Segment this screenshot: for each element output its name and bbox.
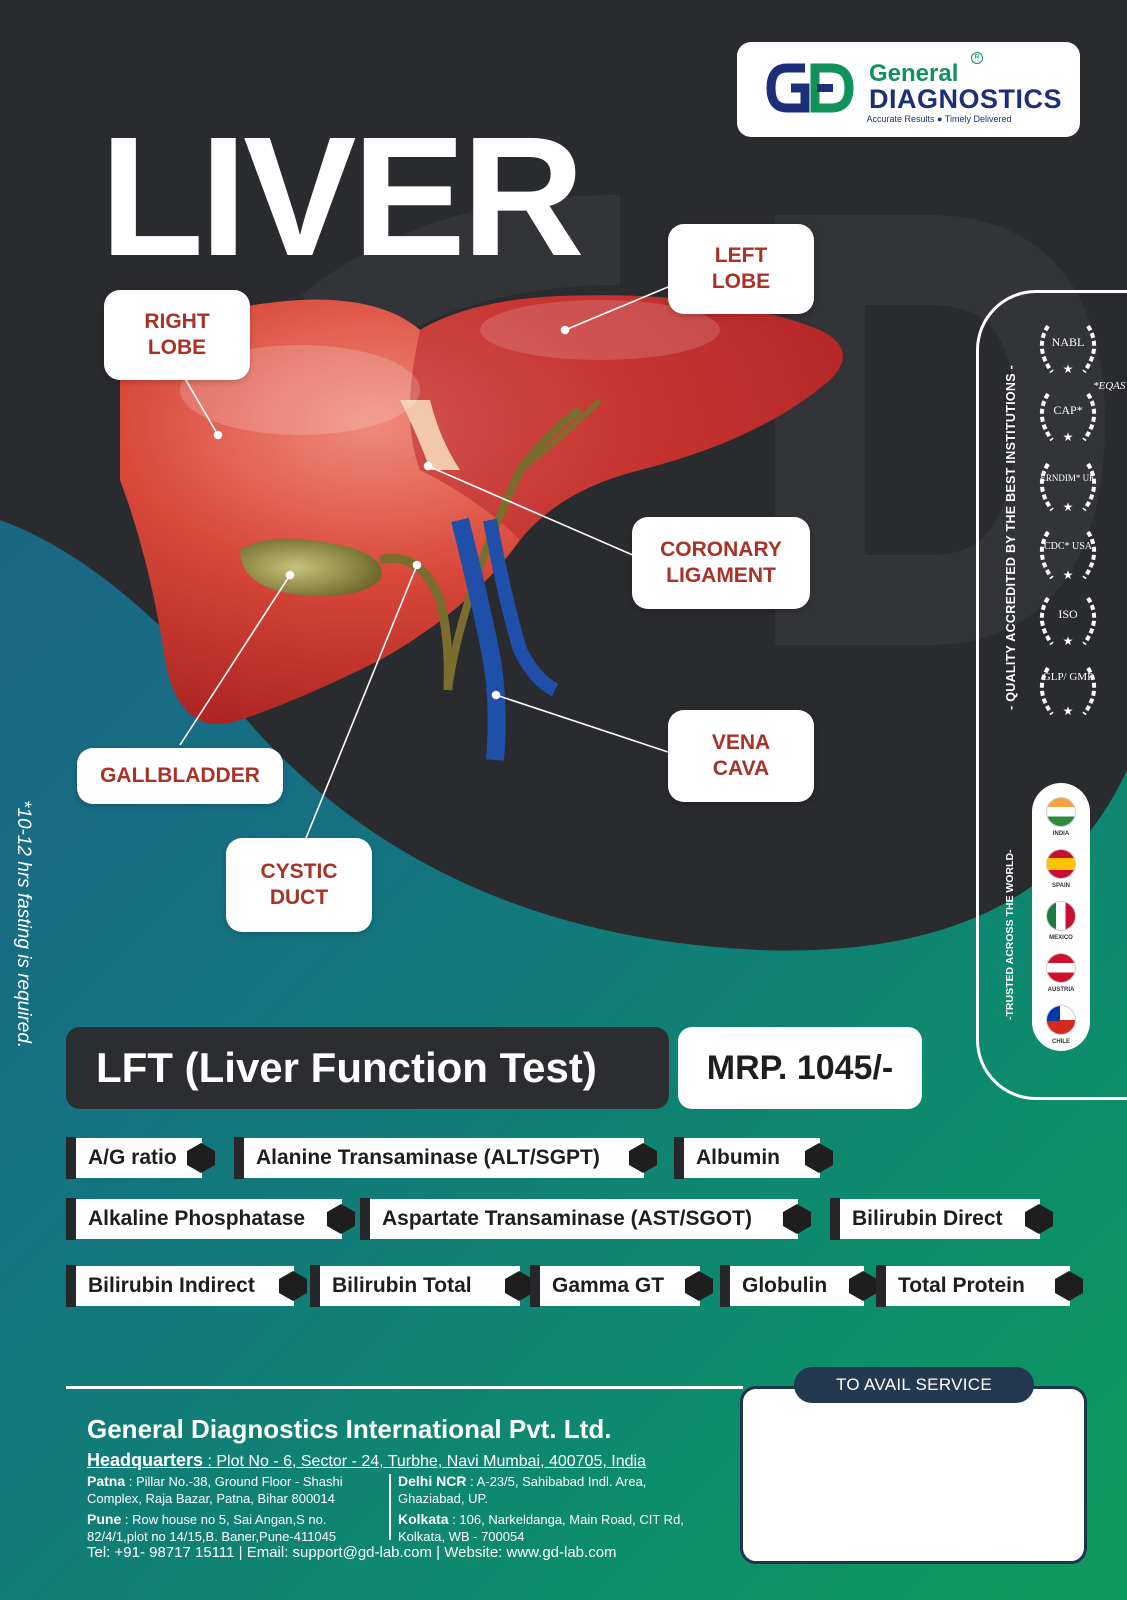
- footer-divider: [66, 1386, 743, 1389]
- svg-text:★: ★: [1063, 430, 1074, 444]
- label-gallbladder: GALLBLADDER: [77, 748, 283, 804]
- param-chip: Gamma GT: [530, 1265, 714, 1307]
- headquarters-address: Headquarters : Plot No - 6, Sector - 24,…: [87, 1450, 646, 1470]
- laurel-icon: ★: [1040, 324, 1096, 376]
- svg-text:★: ★: [1063, 634, 1074, 648]
- laurel-icon: ★: [1040, 596, 1096, 648]
- param-chip: Bilirubin Direct: [830, 1198, 1054, 1240]
- test-price: MRP. 1045/-: [678, 1027, 922, 1109]
- page-title: LIVER: [100, 102, 585, 292]
- badge-erndim: ★ ERNDIM* UK: [1028, 456, 1108, 520]
- service-stamp-area: [740, 1386, 1087, 1564]
- chile-flag-icon: [1046, 1005, 1076, 1035]
- param-chip: A/G ratio: [66, 1137, 216, 1179]
- param-chip: Albumin: [674, 1137, 834, 1179]
- logo-brand-bottom: DIAGNOSTICS: [869, 84, 1063, 114]
- svg-text:★: ★: [1063, 704, 1074, 718]
- company-name: General Diagnostics International Pvt. L…: [87, 1414, 612, 1444]
- param-chip: Globulin: [720, 1265, 878, 1307]
- laurel-icon: ★: [1040, 666, 1096, 718]
- contact-line: Tel: +91- 98717 15111 | Email: support@g…: [87, 1544, 617, 1561]
- mexico-flag-icon: [1046, 901, 1076, 931]
- svg-text:★: ★: [1063, 500, 1074, 514]
- logo-brand-top: General: [869, 60, 959, 87]
- badge-glp-gmp: ★ GLP/ GMP: [1028, 660, 1108, 724]
- delhi-address: Delhi NCR : A-23/5, Sahibabad Indl. Area…: [398, 1473, 647, 1506]
- param-chip: Aspartate Transaminase (AST/SGOT): [360, 1198, 812, 1240]
- austria-flag-icon: [1046, 953, 1076, 983]
- trusted-heading: -TRUSTED ACROSS THE WORLD-: [1004, 849, 1016, 1020]
- laurel-icon: ★: [1040, 392, 1096, 444]
- kolkata-address: Kolkata : 106, Narkeldanga, Main Road, C…: [398, 1511, 684, 1544]
- avail-service-tab: TO AVAIL SERVICE: [794, 1367, 1034, 1403]
- laurel-icon: ★: [1040, 462, 1096, 514]
- param-chip: Bilirubin Indirect: [66, 1265, 308, 1307]
- eqas-note: *EQAS: [1093, 380, 1126, 392]
- param-chip: Total Protein: [876, 1265, 1084, 1307]
- pune-address: Pune : Row house no 5, Sai Angan,S no. 8…: [87, 1511, 337, 1544]
- test-name: LFT (Liver Function Test): [66, 1027, 669, 1109]
- country-flags: INDIA SPAIN MEXICO AUSTRIA CHILE: [1032, 783, 1090, 1051]
- laurel-icon: ★: [1040, 530, 1096, 582]
- param-chip: Bilirubin Total: [310, 1265, 534, 1307]
- svg-text:★: ★: [1063, 568, 1074, 582]
- gd-logo-icon: [766, 63, 854, 113]
- logo-tagline: Accurate Results ● Timely Delivered: [866, 114, 1012, 124]
- badge-nabl: ★ NABL: [1028, 318, 1108, 382]
- accreditation-heading: - QUALITY ACCREDITED BY THE BEST INSTITU…: [1004, 364, 1018, 710]
- param-chip: Alkaline Phosphatase: [66, 1198, 356, 1240]
- svg-text:★: ★: [1063, 362, 1074, 376]
- registered-mark-icon: R: [971, 52, 983, 64]
- address-divider: [389, 1474, 391, 1540]
- spain-flag-icon: [1046, 849, 1076, 879]
- logo-box: General R DIAGNOSTICS Accurate Results ●…: [737, 42, 1080, 137]
- param-chip: Alanine Transaminase (ALT/SGPT): [234, 1137, 658, 1179]
- patna-address: Patna : Pillar No.-38, Ground Floor - Sh…: [87, 1473, 343, 1506]
- accreditation-panel: [976, 290, 1127, 1100]
- fasting-note: *10-12 hrs fasting is required.: [13, 800, 34, 1049]
- india-flag-icon: [1046, 797, 1076, 827]
- badge-cap: ★ CAP*: [1028, 386, 1108, 450]
- badge-cdc: ★ CDC* USA: [1028, 524, 1108, 588]
- badge-iso: ★ ISO: [1028, 590, 1108, 654]
